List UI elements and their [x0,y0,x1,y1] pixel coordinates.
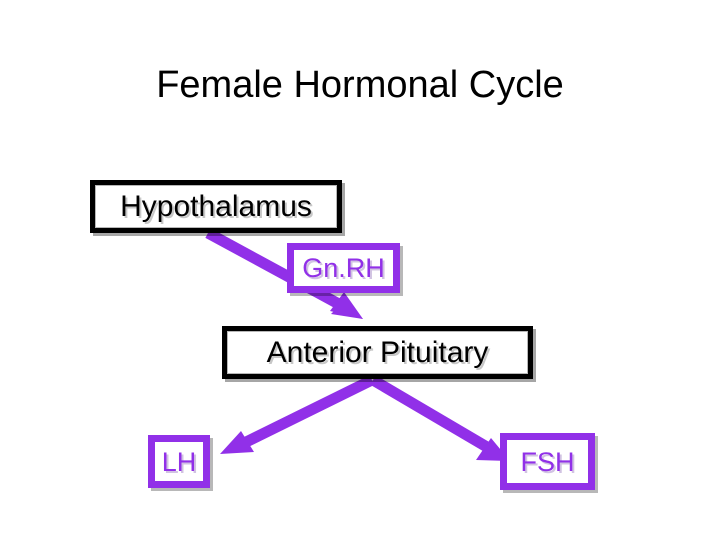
node-hypothalamus-inner: Hypothalamus [95,185,337,228]
node-gnrh-label: Gn.RH [302,253,385,283]
arrow-head [330,292,363,319]
node-anterior-pituitary-inner: Anterior Pituitary [227,331,528,374]
arrow-shaft [370,375,495,455]
node-gnrh-inner: Gn.RH [294,250,393,286]
arrow-shaft [237,375,375,450]
page-title: Female Hormonal Cycle [156,64,564,106]
arrow-anterior-pituitary-to-lh [220,375,375,454]
node-gnrh[interactable]: Gn.RH [287,243,400,293]
node-hypothalamus-label: Hypothalamus [120,189,312,223]
arrow-head-fill [331,302,363,319]
node-anterior-pituitary-label: Anterior Pituitary [266,335,489,369]
node-fsh[interactable]: FSH [500,433,595,490]
node-fsh-inner: FSH [507,440,588,483]
node-lh-label: LH [161,446,197,477]
node-lh-inner: LH [155,442,203,481]
arrow-head [220,431,254,454]
node-hypothalamus[interactable]: Hypothalamus [90,180,342,233]
node-anterior-pituitary[interactable]: Anterior Pituitary [222,326,533,379]
arrow-anterior-pituitary-to-fsh [370,375,510,461]
node-fsh-label: FSH [520,446,575,477]
node-lh[interactable]: LH [148,435,210,488]
